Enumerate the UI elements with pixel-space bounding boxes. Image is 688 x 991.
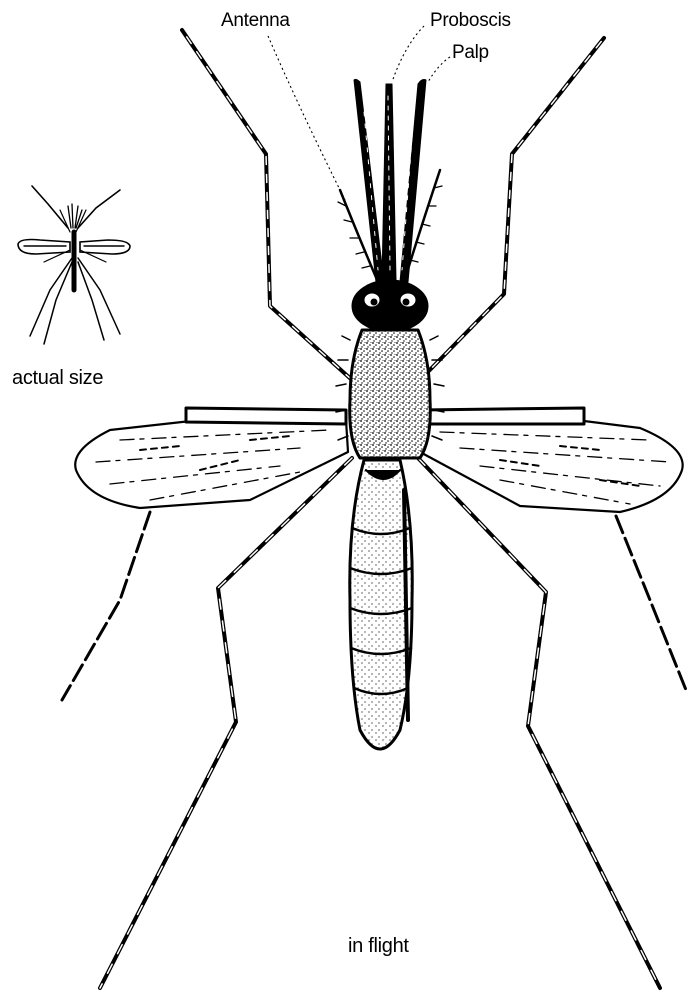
proboscis-leader	[392, 26, 424, 82]
head	[352, 280, 428, 332]
left-wing	[75, 408, 348, 508]
thorax	[336, 330, 444, 458]
antenna-label: Antenna	[221, 11, 290, 30]
actual-size-caption: actual size	[12, 368, 103, 388]
in-flight-caption: in flight	[348, 936, 409, 956]
palp-label: Palp	[452, 43, 489, 62]
antenna-leader	[268, 36, 345, 200]
proboscis-label: Proboscis	[430, 11, 511, 30]
abdomen	[350, 460, 412, 749]
palp-leader	[428, 57, 450, 82]
right-wing	[420, 408, 683, 512]
actual-size-mosquito	[18, 186, 130, 344]
mosquito-main	[62, 30, 686, 988]
proboscis	[382, 84, 396, 280]
